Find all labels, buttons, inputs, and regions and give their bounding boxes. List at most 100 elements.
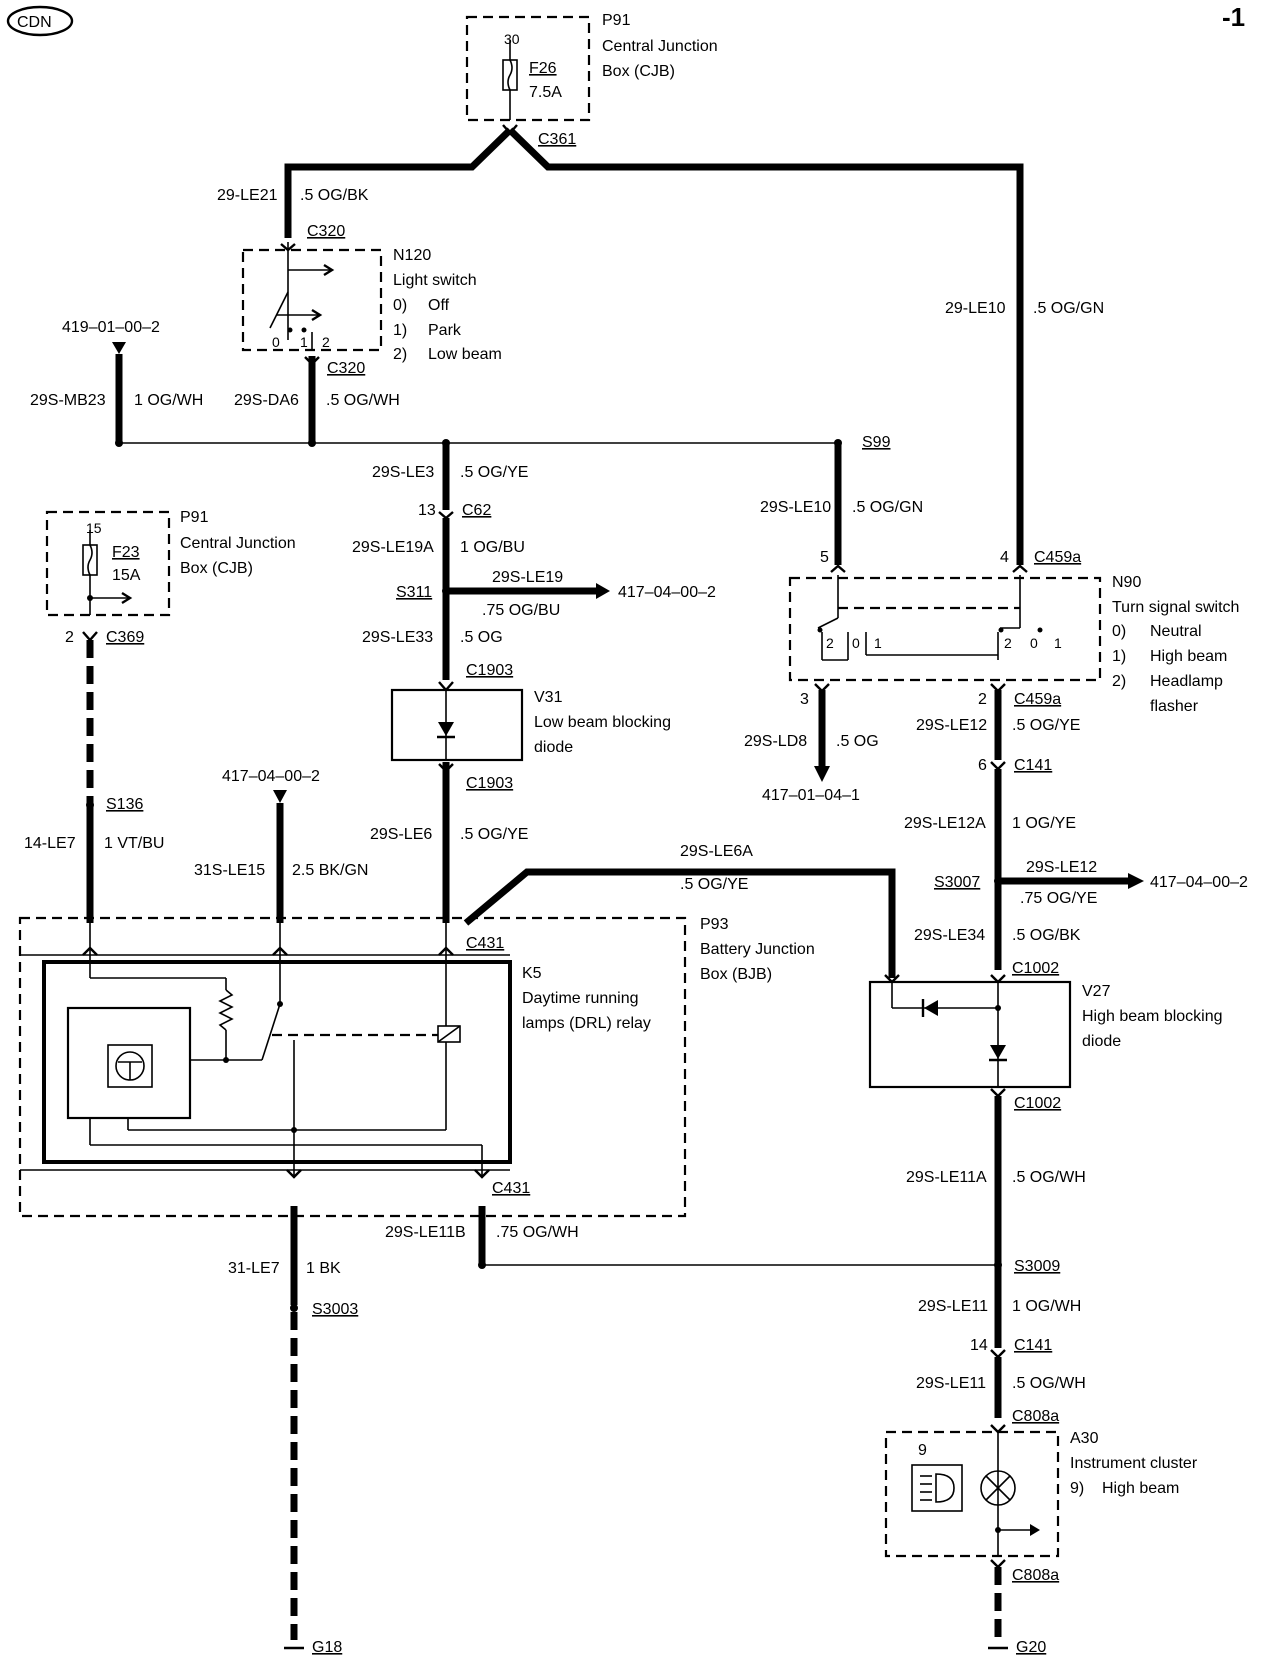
connector-c361: C361	[538, 131, 576, 148]
p91-top-fuse-box: 30 F26 7.5A P91 Central Junction Box (CJ…	[465, 12, 718, 122]
v27-conn-bot: C1002	[1014, 1095, 1061, 1112]
n90-conn-bot: C459a	[1014, 691, 1061, 708]
p93-conn-bot: C431	[492, 1180, 530, 1197]
n90-left-1: 1	[874, 635, 882, 651]
wire-29-le10-code: 29-LE10	[945, 300, 1006, 317]
wire-29s-mb23-spec: 1 OG/WH	[134, 392, 203, 409]
wire-29s-le19a-code: 29S-LE19A	[352, 539, 434, 556]
connector-c361-chevron	[502, 124, 518, 135]
p93-conn-top: C431	[466, 935, 504, 952]
n120-opt-1-label: Park	[428, 322, 462, 339]
wire-14-le7-spec: 1 VT/BU	[104, 835, 164, 852]
fuse-f23-label: F23	[112, 544, 140, 561]
n90-turn-signal-switch: 2 0 1 2 0 1	[788, 564, 1102, 682]
n90-id: N90	[1112, 574, 1141, 591]
wire-29s-da6-code: 29S-DA6	[234, 392, 299, 409]
a30-pin-9: 9	[918, 1442, 927, 1459]
region-badge: CDN	[17, 14, 52, 31]
fuse-f26-label: F26	[529, 60, 557, 77]
wire-29s-le33-code: 29S-LE33	[362, 629, 433, 646]
n90-name: Turn signal switch	[1112, 599, 1239, 616]
n90-right-0: 0	[1030, 635, 1038, 651]
wire-31-le7-code: 31-LE7	[228, 1260, 280, 1277]
v31-id: V31	[534, 689, 563, 706]
v31-name-2: diode	[534, 739, 573, 756]
wire-29-le10-spec: .5 OG/GN	[1033, 300, 1104, 317]
v31-low-beam-diode	[390, 681, 524, 762]
connector-c141-b-pin: 14	[970, 1337, 988, 1354]
wire-29s-le19-spec: .75 OG/BU	[482, 602, 560, 619]
n90-left-2: 2	[826, 635, 834, 651]
n90-pin-3: 3	[800, 691, 809, 708]
p93-id: P93	[700, 916, 729, 933]
k5-drl-relay	[20, 923, 512, 1179]
wire-29s-le11a-spec: .5 OG/WH	[1012, 1169, 1086, 1186]
wire-29s-le11-spec: 1 OG/WH	[1012, 1298, 1081, 1315]
wire-29s-le12-b-code: 29S-LE12	[1026, 859, 1097, 876]
p91-left-out-pin: 2	[65, 629, 74, 646]
connector-c141-a: C141	[1014, 757, 1052, 774]
n90-left-0: 0	[852, 635, 860, 651]
page-number: -1	[1222, 2, 1245, 32]
wire-29s-ld8-code: 29S-LD8	[744, 733, 807, 750]
ref-417-04-00-2-b: 417–04–00–2	[222, 768, 320, 785]
wire-29s-le10-spec: .5 OG/GN	[852, 499, 923, 516]
n120-light-switch: 0 1 2	[241, 242, 383, 352]
v27-name-1: High beam blocking	[1082, 1008, 1223, 1025]
n120-opt-2-label: Low beam	[428, 346, 502, 363]
n90-pin-5: 5	[820, 549, 829, 566]
wire-29s-le11-c-code: 29S-LE11	[916, 1375, 986, 1392]
wire-31s-le15-code: 31S-LE15	[194, 862, 265, 879]
a30-conn-top: C808a	[1012, 1408, 1059, 1425]
wire-29s-le6a	[463, 868, 896, 978]
connector-c369: C369	[106, 629, 144, 646]
wire-29s-ld8-spec: .5 OG	[836, 733, 879, 750]
k5-name-1: Daytime running	[522, 990, 639, 1007]
p91-top-pin: 30	[504, 31, 520, 47]
wire-29s-mb23-code: 29S-MB23	[30, 392, 106, 409]
region-badge-outline	[6, 5, 74, 37]
n90-opt-1: 1)	[1112, 648, 1126, 665]
wire-31s-le15-spec: 2.5 BK/GN	[292, 862, 368, 879]
p93-name-2: Box (BJB)	[700, 966, 772, 983]
wire-29s-le3-spec: .5 OG/YE	[460, 464, 528, 481]
n120-name: Light switch	[393, 272, 477, 289]
fuse-f23-rating: 15A	[112, 567, 141, 584]
connector-c62: C62	[462, 502, 491, 519]
splice-s311: S311	[396, 584, 432, 601]
ground-g18: G18	[312, 1639, 342, 1656]
n120-opt-0-label: Off	[428, 297, 450, 314]
ref-417-b-marker	[273, 790, 287, 803]
a30-opt: 9)	[1070, 1480, 1084, 1497]
connector-c62-pin: 13	[418, 502, 436, 519]
wire-29s-le3-code: 29S-LE3	[372, 464, 434, 481]
splice-s3003: S3003	[312, 1301, 358, 1318]
ref-417-04-00-2-d: 417–04–00–2	[1150, 874, 1248, 891]
wire-29s-le6-spec: .5 OG/YE	[460, 826, 528, 843]
wire-31-le7-spec: 1 BK	[306, 1260, 341, 1277]
n120-conn-bot: C320	[327, 360, 365, 377]
n120-opt-2: 2)	[393, 346, 407, 363]
wire-29s-le6-code: 29S-LE6	[370, 826, 432, 843]
ref-417-04-00-2-a: 417–04–00–2	[618, 584, 716, 601]
n120-opt-0: 0)	[393, 297, 407, 314]
connector-c141-b: C141	[1014, 1337, 1052, 1354]
a30-opt-label: High beam	[1102, 1480, 1179, 1497]
wire-29s-le6a-code: 29S-LE6A	[680, 843, 753, 860]
n120-id: N120	[393, 247, 431, 264]
v31-name-1: Low beam blocking	[534, 714, 671, 731]
n120-pos-0: 0	[272, 334, 280, 350]
wire-29s-da6-spec: .5 OG/WH	[326, 392, 400, 409]
k5-id: K5	[522, 965, 542, 982]
n90-opt-2: 2)	[1112, 673, 1126, 690]
wire-29-le21-code: 29-LE21	[217, 187, 278, 204]
p93-name-1: Battery Junction	[700, 941, 815, 958]
n120-conn-top: C320	[307, 223, 345, 240]
wire-29s-le19-arrow	[596, 583, 610, 599]
a30-conn-bot: C808a	[1012, 1567, 1059, 1584]
n120-pos-1: 1	[300, 334, 308, 350]
p91-left-name-1: Central Junction	[180, 535, 296, 552]
wire-29s-le11-c-spec: .5 OG/WH	[1012, 1375, 1086, 1392]
wire-29s-le11b-spec: .75 OG/WH	[496, 1224, 579, 1241]
